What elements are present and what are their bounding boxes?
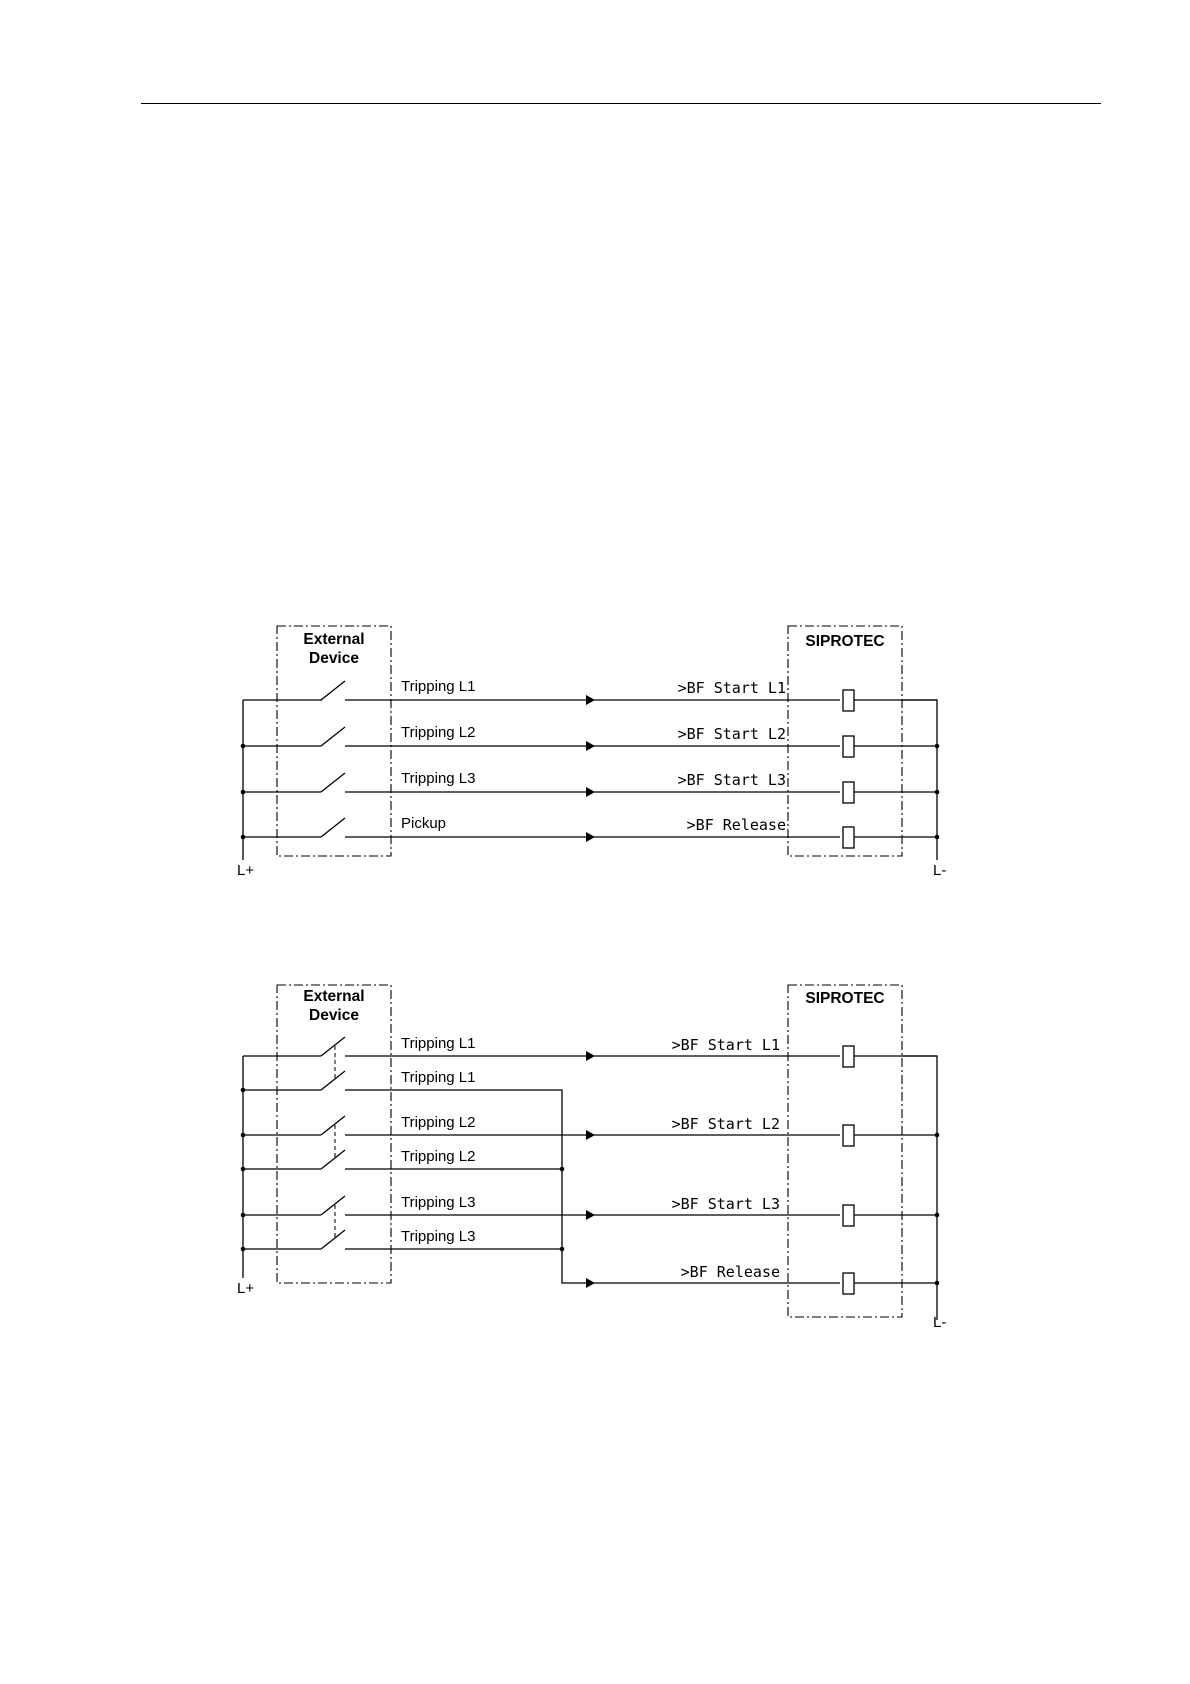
- diagram-1: External Device SIPROTEC Tripping L1 >BF…: [237, 626, 946, 879]
- signal-label: Tripping L1: [401, 678, 476, 695]
- input-label: >BF Release: [687, 816, 786, 834]
- input-label: >BF Start L3: [678, 771, 786, 789]
- signal-label: Tripping L3: [401, 1228, 476, 1245]
- row-1-3: Tripping L3 >BF Start L3: [241, 770, 940, 803]
- input-label: >BF Start L1: [678, 679, 786, 697]
- signal-label: Tripping L1: [401, 1035, 476, 1052]
- input-label: >BF Start L3: [672, 1195, 780, 1213]
- external-device-title-1: External: [303, 631, 364, 648]
- coil-1-1: [843, 690, 854, 711]
- contact-1-2: [321, 727, 345, 746]
- arrow: [586, 695, 595, 705]
- contact-1-3: [321, 773, 345, 792]
- contact-pair-l3: Tripping L3 >BF Start L3 Tripping L3: [241, 1194, 940, 1251]
- contact-1-1: [321, 681, 345, 700]
- coil-2-2: [843, 1125, 854, 1146]
- signal-label: Tripping L3: [401, 1194, 476, 1211]
- signal-label: Pickup: [401, 815, 446, 832]
- lplus-label-1: L+: [237, 862, 254, 879]
- lplus-label-2: L+: [237, 1280, 254, 1297]
- coil-2-3: [843, 1205, 854, 1226]
- lminus-bus-2: [902, 1056, 937, 1320]
- siprotec-title-2: SIPROTEC: [805, 990, 884, 1007]
- coil-1-4: [843, 827, 854, 848]
- external-device-title-1b: Device: [309, 650, 359, 667]
- input-label: >BF Release: [681, 1263, 780, 1281]
- coil-2-1: [843, 1046, 854, 1067]
- input-label: >BF Start L2: [672, 1115, 780, 1133]
- row-1-4: Pickup >BF Release: [241, 815, 940, 848]
- contact-pair-l2: Tripping L2 >BF Start L2 Tripping L2: [241, 1114, 940, 1171]
- lminus-label-2: L-: [933, 1314, 946, 1331]
- signal-label: Tripping L2: [401, 1114, 476, 1131]
- input-label: >BF Start L1: [672, 1036, 780, 1054]
- row-1-1: Tripping L1 >BF Start L1: [321, 678, 937, 711]
- row-1-2: Tripping L2 >BF Start L2: [241, 724, 940, 757]
- contact-1-4: [321, 818, 345, 837]
- signal-label: Tripping L1: [401, 1069, 476, 1086]
- release-path: >BF Release: [562, 1169, 939, 1294]
- coil-1-2: [843, 736, 854, 757]
- signal-label: Tripping L2: [401, 1148, 476, 1165]
- external-device-title-2: External: [303, 988, 364, 1005]
- external-device-title-2b: Device: [309, 1007, 359, 1024]
- siprotec-box-2: [788, 985, 902, 1317]
- siprotec-title-1: SIPROTEC: [805, 633, 884, 650]
- diagram-2: External Device SIPROTEC Tripping L1 >BF…: [237, 985, 946, 1331]
- coil-2-4: [843, 1273, 854, 1294]
- lminus-label-1: L-: [933, 862, 946, 879]
- lminus-bus-1: [902, 700, 937, 860]
- input-label: >BF Start L2: [678, 725, 786, 743]
- coil-1-3: [843, 782, 854, 803]
- signal-label: Tripping L3: [401, 770, 476, 787]
- signal-label: Tripping L2: [401, 724, 476, 741]
